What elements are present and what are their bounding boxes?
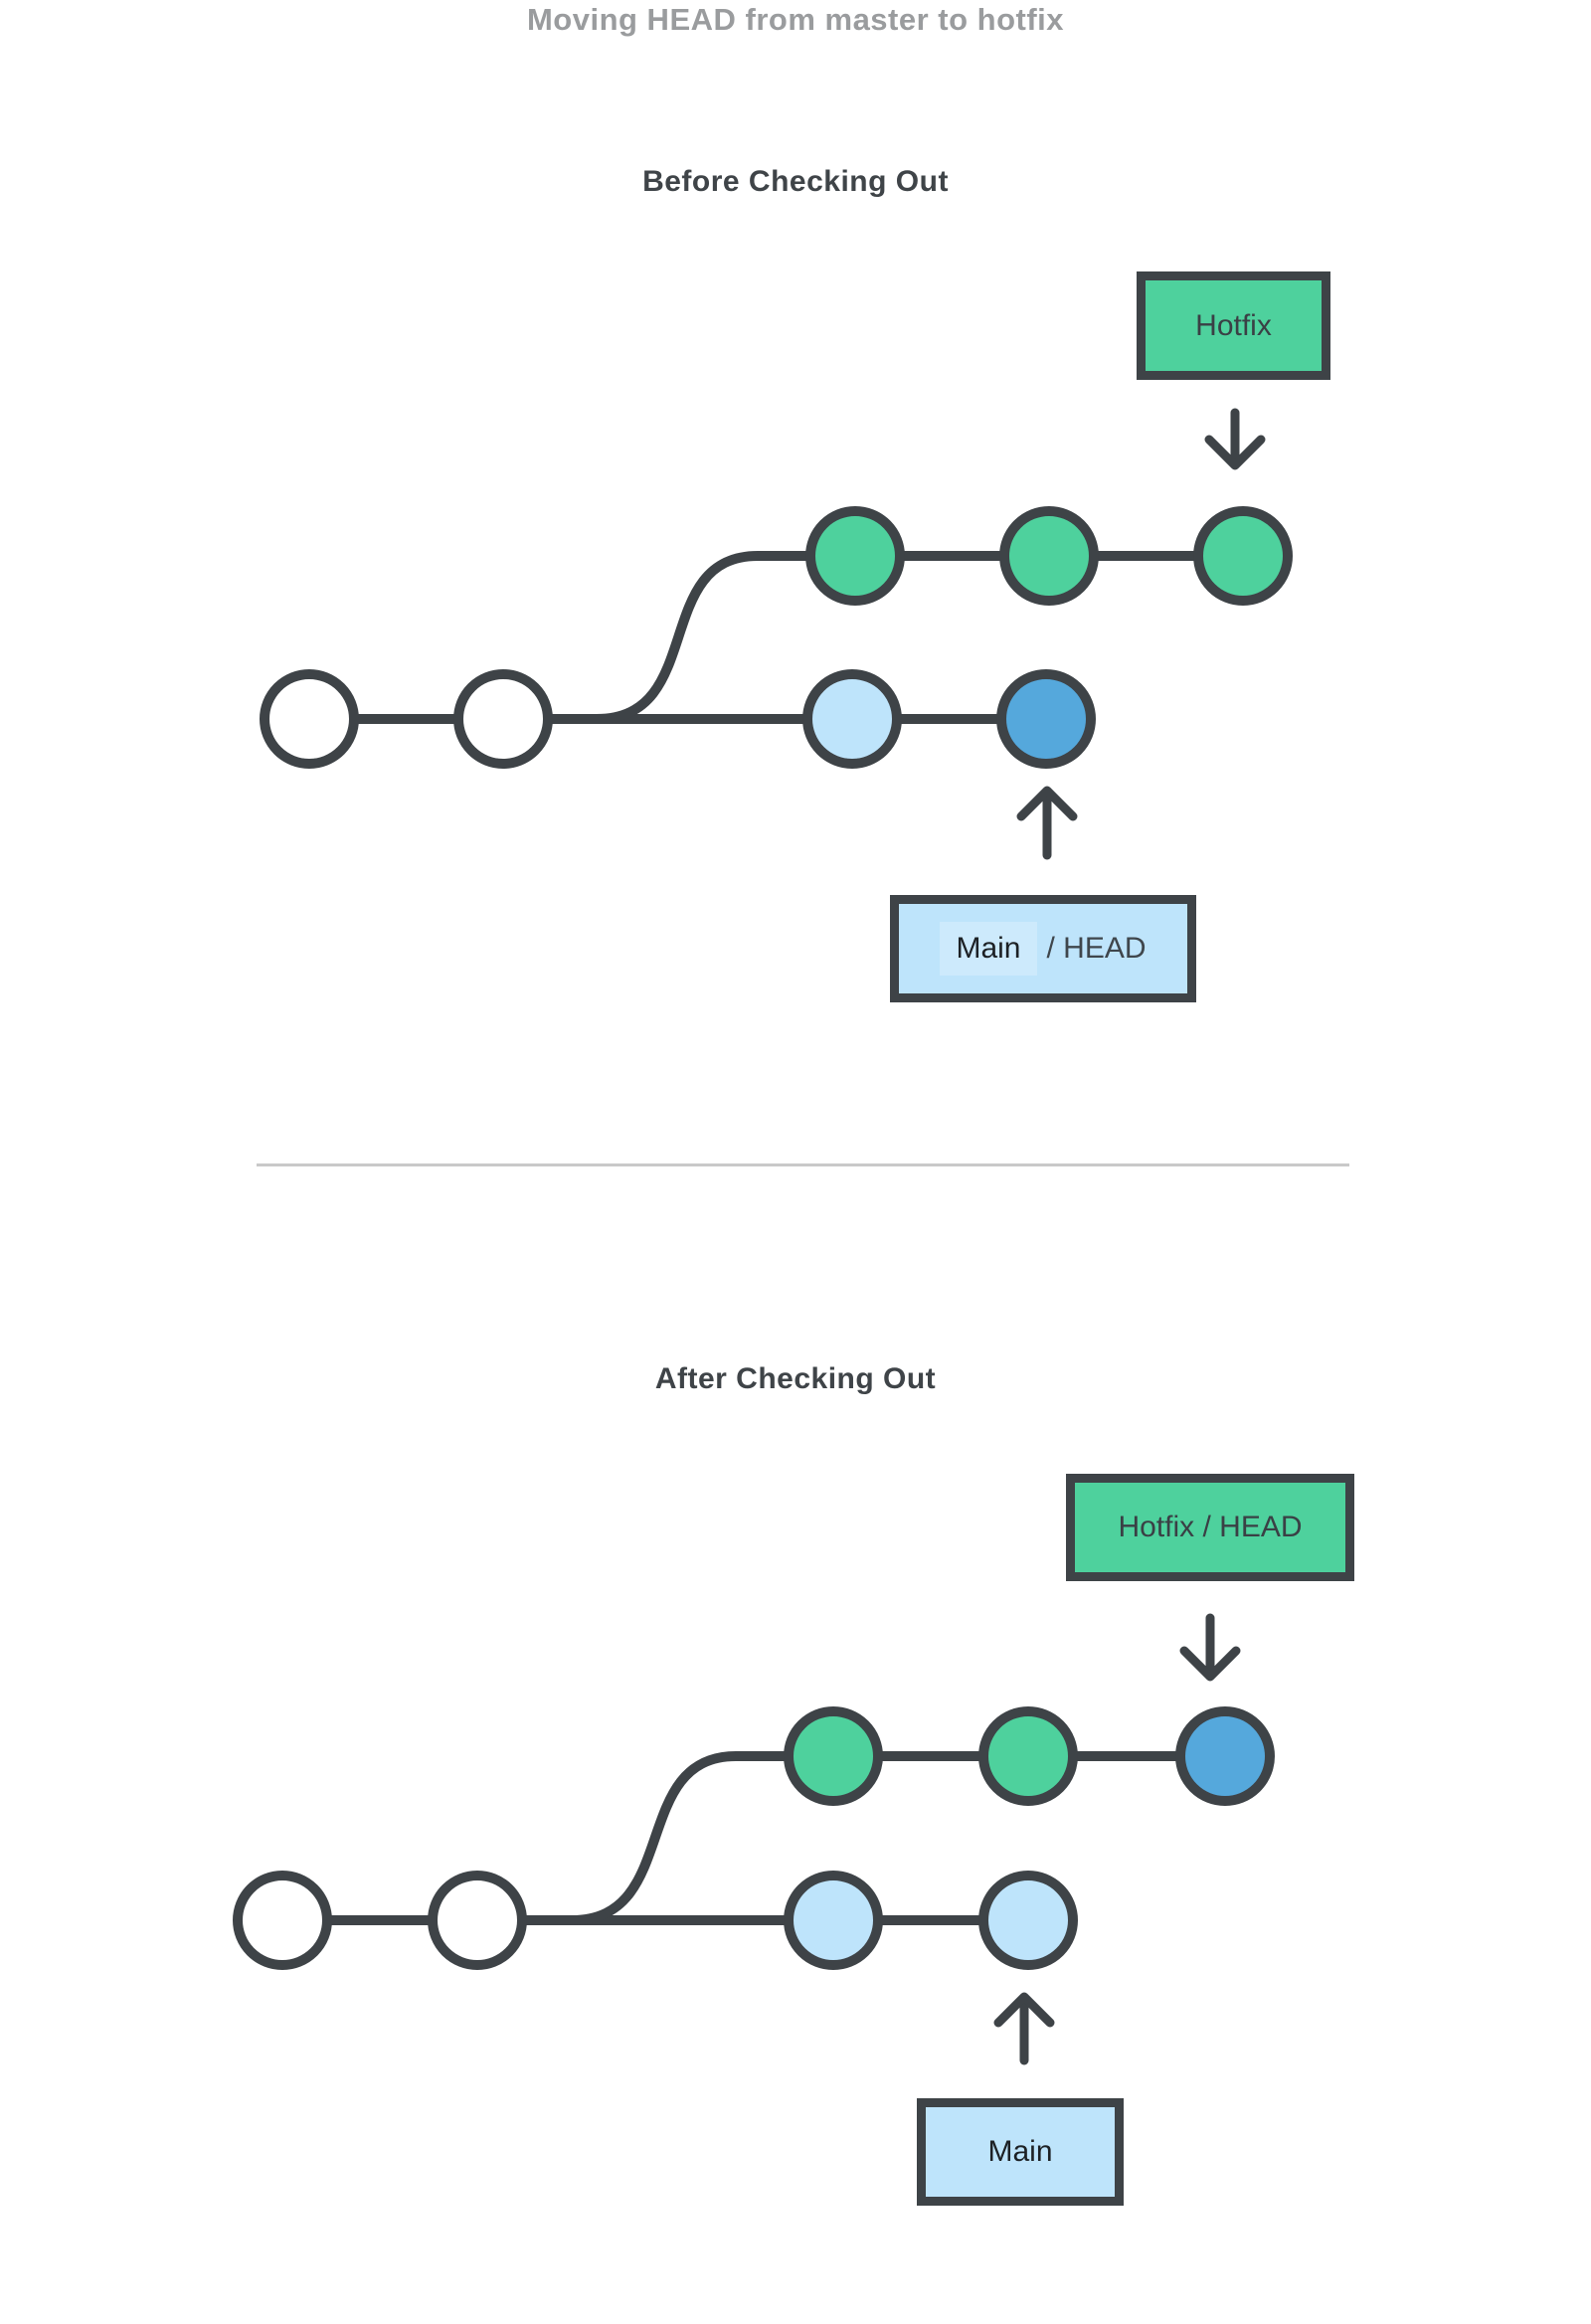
commit-node — [784, 1706, 883, 1806]
git-graph-before — [260, 408, 1293, 860]
commit-node-head-after — [1175, 1706, 1275, 1806]
arrow-down-hotfix-before — [1204, 408, 1266, 470]
arrow-up-main-before — [1016, 786, 1078, 860]
commit-node-head-before — [996, 669, 1096, 769]
hotfix-head-tag-after: Hotfix / HEAD — [1066, 1474, 1354, 1581]
git-graph-after — [233, 1613, 1275, 2065]
section-divider — [257, 1163, 1349, 1166]
commit-node — [428, 1871, 527, 1970]
branch-fork-curve-after — [571, 1751, 737, 1925]
commit-node — [999, 506, 1099, 606]
commit-node-main-tip-after — [978, 1871, 1078, 1970]
hotfix-branch-tag-before: Hotfix — [1137, 271, 1330, 380]
commit-node-hotfix-tip-before — [1193, 506, 1293, 606]
main-label: Main — [987, 2135, 1053, 2168]
main-tag-after: Main — [917, 2098, 1124, 2206]
hotfix-head-tag-label: Hotfix / HEAD — [1118, 1511, 1303, 1543]
hotfix-tag-label: Hotfix — [1195, 308, 1272, 342]
commit-node — [784, 1871, 883, 1970]
head-label: / HEAD — [1046, 932, 1147, 965]
panel-heading-after: After Checking Out — [654, 1362, 937, 1395]
main-label: Main — [940, 922, 1037, 976]
arrow-down-hotfix-after — [1179, 1613, 1241, 1682]
arrow-up-main-after — [993, 1992, 1055, 2065]
commit-node — [805, 506, 905, 606]
commit-node — [978, 1706, 1078, 1806]
main-head-tag-before: Main / HEAD — [890, 895, 1196, 1002]
panel-heading-before: Before Checking Out — [642, 165, 949, 198]
commit-node — [453, 669, 553, 769]
figure-title: Moving HEAD from master to hotfix — [526, 2, 1065, 37]
commit-node — [802, 669, 902, 769]
commit-node — [260, 669, 359, 769]
commit-node — [233, 1871, 332, 1970]
branch-fork-curve-before — [596, 551, 759, 724]
